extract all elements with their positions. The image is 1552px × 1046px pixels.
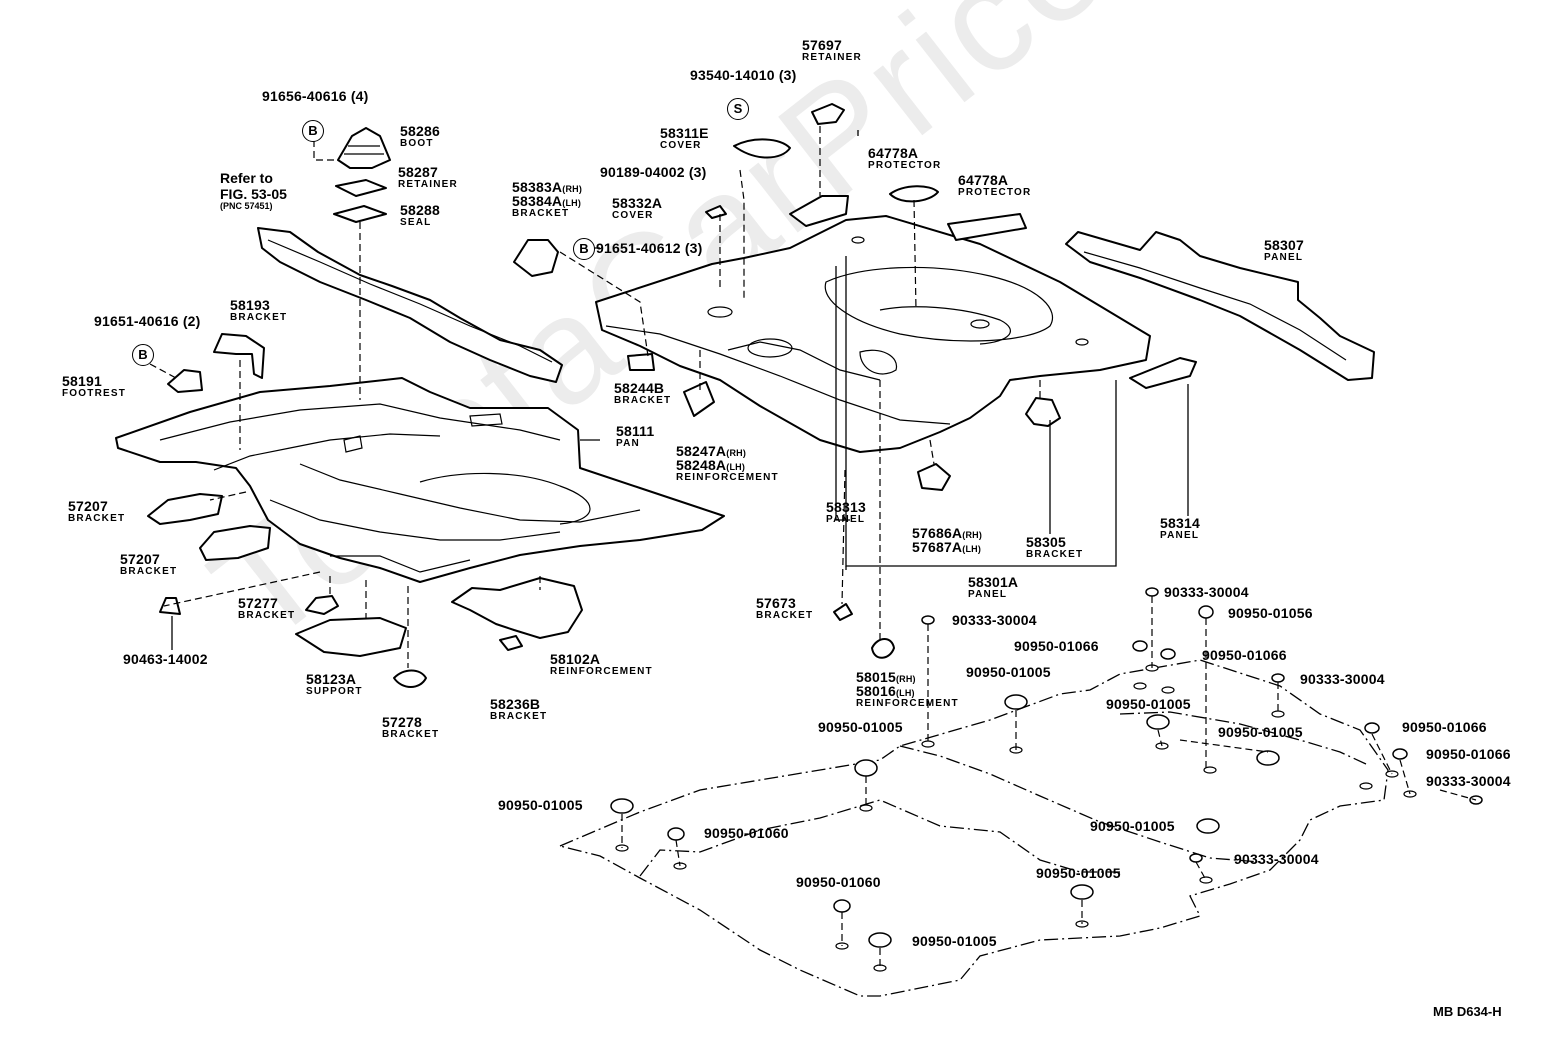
- boot-58286: [337, 127, 391, 169]
- screw-symbol: S: [727, 98, 749, 120]
- protector-64778b: [947, 213, 1027, 241]
- bracket-58383A: [513, 239, 559, 277]
- bracket-57697: [811, 103, 845, 125]
- callout-g5: 90950-01066: [1202, 647, 1287, 663]
- callout-g15: 90950-01060: [704, 825, 789, 841]
- callout-90463: 90463-14002: [123, 651, 208, 667]
- callout-g13: 90333-30004: [1426, 773, 1511, 789]
- bracket-57278: [393, 669, 427, 688]
- reinf-58247A: [683, 381, 715, 417]
- bracket-57686A: [917, 463, 951, 491]
- bracket-57207a: [147, 493, 223, 525]
- callout-g7: 90333-30004: [1300, 671, 1385, 687]
- panel-58314: [1129, 357, 1197, 389]
- callout-g16: 90950-01005: [1090, 818, 1175, 834]
- callout-g9: 90950-01005: [818, 719, 903, 735]
- bracket-57207b: [199, 525, 271, 561]
- callout-g1: 90333-30004: [1164, 584, 1249, 600]
- cover-58311E: [733, 138, 791, 159]
- support-58123A: [295, 617, 407, 657]
- callout-58383A: 58383A(RH) 58384A(LH) BRACKET: [512, 179, 583, 219]
- bracket-57673: [833, 603, 853, 621]
- callout-g6: 90950-01005: [966, 664, 1051, 680]
- bracket-90463: [159, 597, 181, 615]
- callout-g20: 90950-01005: [912, 933, 997, 949]
- retainer-58287: [335, 179, 387, 197]
- callout-g17: 90333-30004: [1234, 851, 1319, 867]
- cover-58332A: [705, 205, 727, 219]
- grommets: [610, 587, 1483, 948]
- callout-g14: 90950-01005: [498, 797, 583, 813]
- callout-57686A: 57686A(RH) 57687A(LH): [912, 525, 983, 555]
- protector-64778a: [889, 185, 939, 203]
- callout-58247A: 58247A(RH) 58248A(LH) REINFORCEMENT: [676, 443, 779, 483]
- callout-90189: 90189-04002 (3): [600, 164, 707, 180]
- bracket-58193: [213, 333, 265, 379]
- reference-note: Refer to FIG. 53-05 (PNC 57451): [220, 170, 287, 211]
- bracket-58244B: [627, 353, 655, 371]
- bolt-symbol-2: B: [132, 344, 154, 366]
- panel-58313: [789, 195, 849, 227]
- callout-g18: 90950-01060: [796, 874, 881, 890]
- front-floor-pan: [115, 377, 725, 583]
- callout-g8: 90950-01005: [1106, 696, 1191, 712]
- callout-91651b: 91651-40612 (3): [596, 240, 703, 256]
- rear-floor-pan: [595, 215, 1151, 453]
- callout-g4: 90950-01066: [1014, 638, 1099, 654]
- bracket-57277: [305, 595, 339, 615]
- callout-93540: 93540-14010 (3): [690, 67, 797, 83]
- crossmember-rail: [257, 227, 563, 383]
- reinf-58015: [871, 638, 895, 659]
- diagram-code: MB D634-H: [1433, 1004, 1502, 1019]
- callout-58015: 58015(RH) 58016(LH) REINFORCEMENT: [856, 669, 959, 709]
- callout-91656: 91656-40616 (4): [262, 88, 369, 104]
- underbody-outline: [557, 659, 1389, 997]
- bracket-58236B: [499, 635, 523, 651]
- callout-g3: 90333-30004: [952, 612, 1037, 628]
- bolt-symbol-1: B: [302, 120, 324, 142]
- footrest-58191: [167, 369, 203, 393]
- callout-g11: 90950-01066: [1402, 719, 1487, 735]
- bracket-58305: [1025, 397, 1061, 427]
- callout-g19: 90950-01005: [1036, 865, 1121, 881]
- callout-g12: 90950-01066: [1426, 746, 1511, 762]
- seal-58288: [333, 205, 387, 223]
- callout-91651a: 91651-40616 (2): [94, 313, 201, 329]
- reinf-58102A: [451, 577, 583, 639]
- callout-g2: 90950-01056: [1228, 605, 1313, 621]
- callout-g10: 90950-01005: [1218, 724, 1303, 740]
- mounting-holes: [615, 664, 1417, 972]
- bolt-symbol-3: B: [573, 238, 595, 260]
